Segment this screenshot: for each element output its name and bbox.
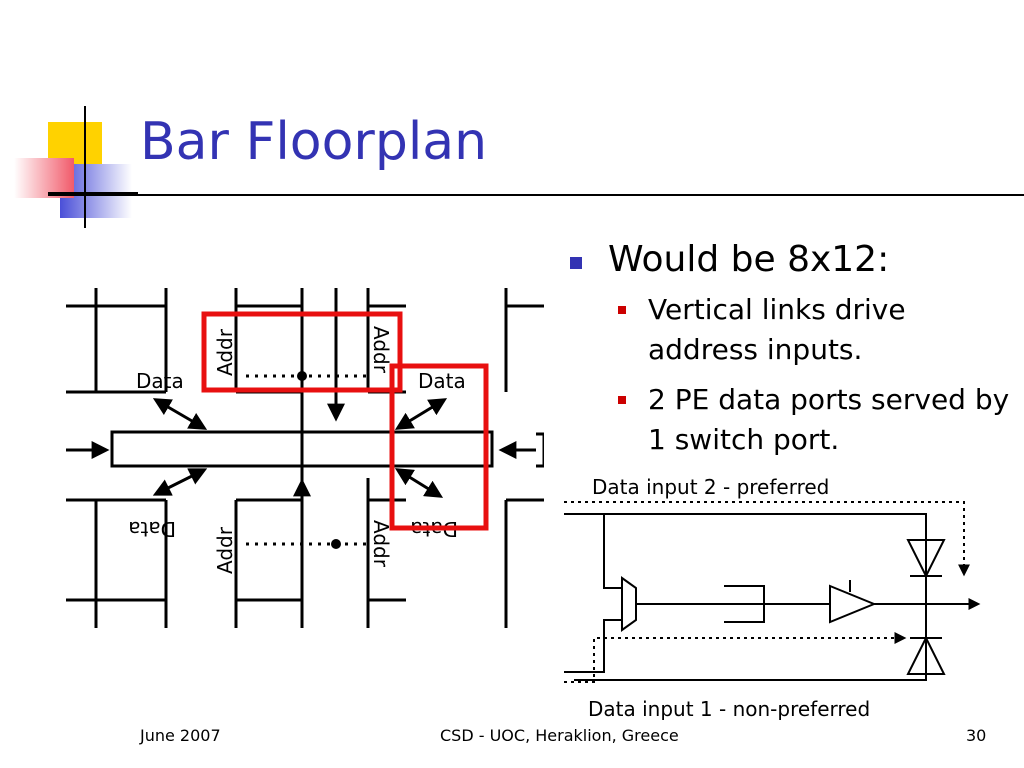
addr-highlight-box [201, 311, 403, 393]
data-input-1-label: Data input 1 - non-preferred [588, 697, 870, 720]
data-label-top-right: Data [418, 369, 466, 393]
addr-label-top-right: Addr [369, 326, 393, 374]
data-label-bottom-left: Data [128, 517, 176, 541]
data-highlight-box [389, 363, 489, 531]
addr-label-top-left: Addr [213, 328, 237, 376]
bullet-marker [618, 396, 626, 404]
data-input-2-label: Data input 2 - preferred [592, 475, 829, 499]
addr-label-bottom-left: Addr [213, 526, 237, 574]
footer-date: June 2007 [140, 726, 221, 745]
bullet-level1: Would be 8x12: [566, 236, 1016, 284]
bullet-list: Would be 8x12: Vertical links drive addr… [566, 236, 1016, 470]
bullet-marker [618, 306, 626, 314]
addr-label-bottom-right: Addr [369, 520, 393, 568]
switch-port-circuit-diagram: Data input 2 - preferred Data input 1 - … [564, 475, 981, 720]
bullet-text: Would be 8x12: [608, 239, 890, 280]
bullet-marker [570, 257, 582, 269]
title-divider [48, 194, 1024, 196]
page-number: 30 [966, 726, 987, 745]
corner-decoration [0, 100, 140, 230]
footer-venue: CSD - UOC, Heraklion, Greece [440, 726, 679, 745]
bullet-text: 2 PE data ports served by 1 switch port. [648, 383, 1010, 456]
data-label-top-left: Data [136, 369, 184, 393]
bar-floorplan-diagram: Data Data Data Data Addr Addr Addr Addr [66, 288, 544, 628]
bullet-level2: Vertical links drive address inputs. [566, 290, 1016, 370]
bullet-level2: 2 PE data ports served by 1 switch port. [566, 380, 1016, 460]
slide-title: Bar Floorplan [140, 112, 488, 172]
bullet-text: Vertical links drive address inputs. [648, 293, 906, 366]
